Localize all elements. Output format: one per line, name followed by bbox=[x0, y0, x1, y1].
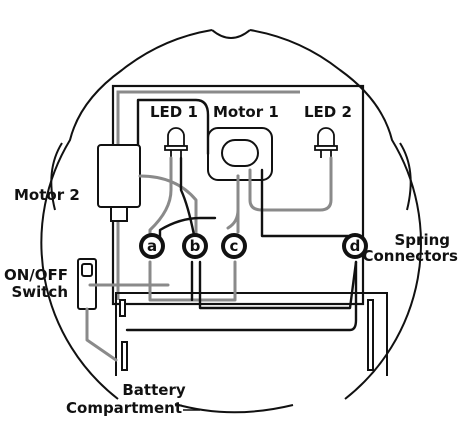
connector-c-label: c bbox=[230, 237, 239, 255]
spring-connectors: a b c d bbox=[139, 233, 368, 259]
on-off-switch-label-line-2: Switch bbox=[11, 283, 68, 301]
board-inner-gray-outline bbox=[116, 90, 300, 300]
motor-1-label: Motor 1 bbox=[213, 103, 279, 121]
motor-2-icon bbox=[97, 144, 141, 222]
led-2-icon bbox=[314, 127, 338, 158]
spring-connectors-label-line-2: Connectors bbox=[362, 247, 458, 265]
spring-connectors-label-line-1: Spring bbox=[394, 231, 451, 249]
connector-d-label: d bbox=[350, 237, 361, 255]
led-2-label: LED 2 bbox=[304, 103, 352, 121]
led-1-label: LED 1 bbox=[150, 103, 198, 121]
connector-d: d bbox=[342, 233, 368, 259]
black-wires bbox=[125, 98, 358, 332]
battery-compartment-label-line-1: Battery bbox=[122, 381, 186, 399]
battery-compartment-label-line-2: Compartment bbox=[66, 399, 183, 417]
connector-b-label: b bbox=[190, 237, 201, 255]
connector-b: b bbox=[182, 233, 208, 259]
battery-compartment-icon bbox=[115, 292, 388, 376]
on-off-switch-label-line-1: ON/OFF bbox=[4, 266, 69, 284]
connector-c: c bbox=[221, 233, 247, 259]
housing-outline bbox=[40, 29, 422, 414]
led-1-icon bbox=[164, 127, 188, 158]
connector-a-label: a bbox=[147, 237, 157, 255]
motor-2-label: Motor 2 bbox=[14, 186, 80, 204]
connector-a: a bbox=[139, 233, 165, 259]
